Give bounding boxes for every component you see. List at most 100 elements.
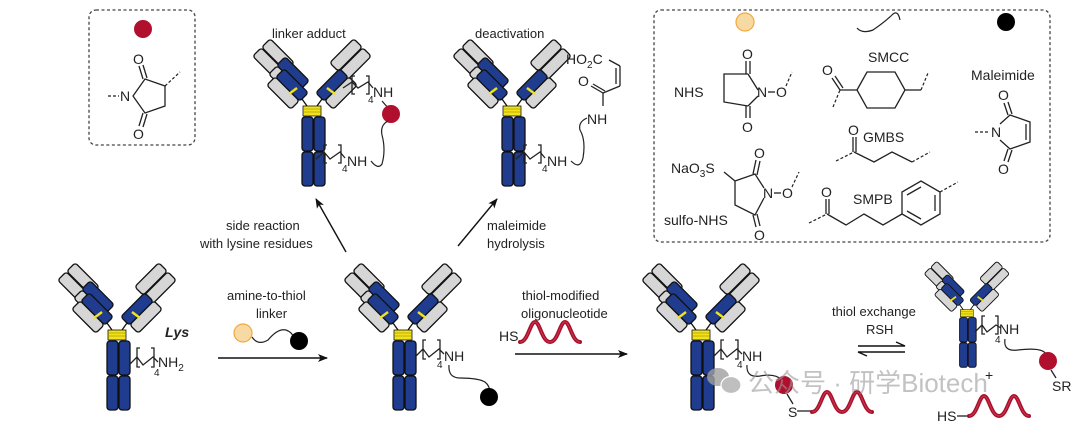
watermark: 公众号 · 研学Biotech (707, 368, 988, 398)
amine-to-thiol-step: amine-to-thiol linker (218, 288, 328, 362)
amine-nh: NH (347, 153, 367, 169)
hinge-disulfides (107, 329, 127, 341)
atom-n: N (763, 185, 773, 201)
smcc-label: SMCC (868, 49, 909, 65)
maleimide-dot-icon (997, 13, 1015, 31)
sulfo-nhs-label: sulfo-NHS (664, 212, 728, 228)
watermark-text: 公众号 · 研学Biotech (748, 368, 988, 398)
fc-domain (313, 151, 326, 187)
hydrolysis-label-line2: hydrolysis (487, 236, 545, 251)
antibody-icon (58, 263, 176, 411)
hinge-disulfides (393, 329, 413, 341)
disulfide-bond (677, 311, 687, 319)
fc-domain (404, 375, 417, 411)
sulfonate-label: NaO3S (671, 160, 715, 180)
fc-domain (392, 375, 405, 411)
reverse-equilibrium-arrow (857, 351, 905, 357)
disulfide-bond (93, 311, 103, 319)
thiosuccinimide-structure: N O O (108, 51, 181, 142)
linker-chain (1004, 338, 1047, 355)
atom-o: O (776, 84, 787, 100)
disulfide-bond (977, 295, 984, 302)
heavy-chain (276, 69, 308, 101)
light-chain (719, 263, 751, 295)
lys-label: Lys (165, 324, 189, 340)
maleimide-dot-icon (290, 332, 308, 350)
atom-n: N (120, 88, 130, 104)
spacer-wave-icon (856, 12, 901, 33)
fc-domain (118, 340, 131, 376)
spacer-wave-icon (251, 329, 295, 343)
fc-domain (513, 116, 526, 152)
nhs-ester-dot-icon (233, 323, 253, 343)
heavy-chain (516, 69, 548, 101)
amine-nh: NH (742, 348, 762, 364)
retro-michael-products: 4 NH SR + HS (924, 261, 1071, 424)
subscript-4: 4 (342, 164, 348, 175)
light-chain (530, 39, 562, 71)
thioether-s: S (788, 404, 797, 420)
hydrolysis-arrow-group: maleimide hydrolysis (457, 198, 546, 251)
atom-o: O (998, 87, 1009, 103)
atom-o: O (782, 185, 793, 201)
antibody-oligo-conjugate: 4 NH S (642, 263, 874, 420)
oligonucleotide-icon (810, 389, 874, 415)
side-reaction-label-line2: with lysine residues (199, 236, 313, 251)
thiosuccinimide-legend: N O O (88, 9, 196, 146)
thiosuccinimide-dot-icon (1039, 352, 1057, 370)
heavy-chain (81, 293, 113, 325)
disulfide-bond (131, 311, 141, 319)
oligo-highlight (811, 391, 873, 413)
disulfide-bond (288, 87, 298, 95)
thiol-hs: HS (499, 328, 518, 344)
atom-o: O (848, 122, 859, 138)
linker-legend: NHS O O N O NaO3S O O N O sulfo-NHS (653, 9, 1051, 243)
linker-chain (448, 364, 491, 394)
amine-nh: NH (999, 321, 1019, 337)
amine-nh: NH (373, 84, 393, 100)
amine-nh: NH (547, 153, 567, 169)
antibody-icon (344, 263, 462, 411)
hinge-disulfides (691, 329, 711, 341)
thiosuccinimide-dot-icon (775, 376, 793, 394)
heavy-chain (705, 293, 737, 325)
atom-o: O (742, 119, 753, 135)
hinge-disulfides (960, 309, 974, 318)
fc-domain (959, 317, 968, 343)
subscript-4: 4 (368, 95, 374, 106)
hinge (106, 322, 128, 331)
fc-domain (313, 116, 326, 152)
hinge (501, 98, 523, 107)
hinge (301, 98, 323, 107)
thiosuccinimide-dot-icon (134, 20, 152, 38)
fc-domain (967, 317, 977, 343)
hinge (690, 322, 712, 331)
fc-domain (392, 340, 405, 376)
heavy-chain (367, 293, 399, 325)
heavy-chain (316, 69, 348, 101)
subscript-4: 4 (737, 360, 743, 371)
fc-domain (301, 151, 314, 187)
atom-n: N (757, 84, 767, 100)
step2-label-line1: thiol-modified (522, 288, 599, 303)
fc-domain (690, 375, 703, 411)
deactivation-title: deactivation (475, 26, 544, 41)
subscript-4: 4 (154, 368, 160, 379)
deactivation-product: deactivation 4 NH NH O HO2C (453, 26, 621, 187)
antibody-icon (453, 39, 571, 187)
linker-chain (746, 364, 783, 381)
atom-o: O (822, 62, 833, 78)
oligo-highlight (519, 321, 581, 343)
oligonucleotide-icon (967, 393, 1031, 419)
linker-adduct-product: linker adduct 4 NH 4 NH (253, 26, 400, 187)
heavy-chain (969, 283, 993, 306)
step1-label-line1: amine-to-thiol (227, 288, 306, 303)
oligonucleotide-icon (518, 319, 582, 345)
hinge (959, 304, 975, 310)
light-chain (135, 263, 167, 295)
disulfide-bond (949, 295, 957, 302)
fc-domain (501, 116, 514, 152)
disulfide-bond (379, 311, 389, 319)
atom-o: O (742, 46, 753, 62)
light-chain (421, 263, 453, 295)
